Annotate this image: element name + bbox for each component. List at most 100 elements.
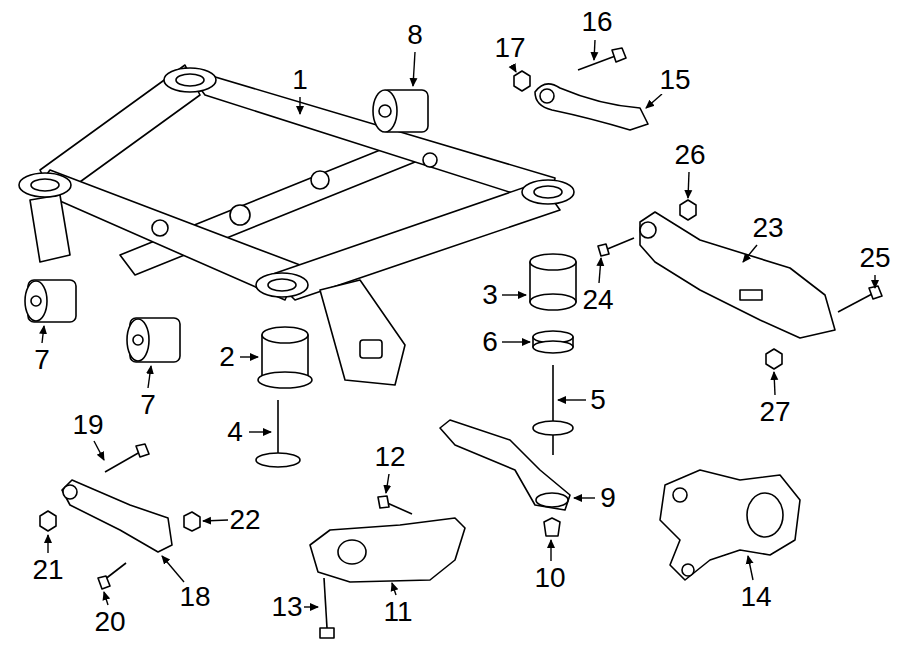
leader-arrow [748,556,753,580]
callout-number: 2 [218,343,236,371]
leader-arrow [550,540,551,561]
mount-hole [534,186,562,198]
leader-arrow [299,97,300,114]
callout-number: 18 [178,583,211,611]
bolt-flange [533,421,573,435]
callout-number: 19 [71,411,104,439]
leader-arrow [558,399,586,400]
bolt [277,400,279,455]
arm-eye [63,485,77,499]
leader-arrow [502,341,530,342]
arm-eye [338,540,366,564]
bolt [578,55,618,70]
callout-number: 16 [580,8,613,36]
leader-arrow [42,326,44,343]
bushing-flange [258,372,312,388]
bolt-head [256,453,300,467]
callout-number: 11 [382,598,413,626]
bushing-bottom [530,294,576,310]
bolt-head [320,628,334,638]
link-eye [536,493,568,507]
callout-number: 15 [658,66,691,94]
mount-hole [176,74,204,86]
leader-arrow [502,294,526,295]
leader-arrow [688,172,689,198]
frame-hole [230,205,250,225]
leader-arrow [512,65,516,72]
arm-slot [740,290,762,300]
leader-arrow [392,583,396,595]
nut [40,511,56,531]
subframe-bracket [30,195,70,262]
knuckle-eye [682,564,694,576]
bolt [838,294,872,312]
lower-control-arm [310,518,465,582]
mount-hole [268,279,296,291]
leader-arrow [574,497,595,498]
callout-number: 13 [270,593,303,621]
trailing-arm [640,212,835,338]
callout-number: 23 [751,214,784,242]
bolt [105,452,140,472]
mount-ring [164,68,216,92]
callout-number: 4 [226,418,244,446]
callout-number: 25 [858,244,891,272]
mount-ring [522,180,574,204]
callout-number: 17 [493,34,526,62]
callout-number: 12 [373,443,406,471]
bushing-core [379,105,391,117]
callout-number: 5 [589,386,607,414]
bushing-face [25,281,47,321]
link-arm [62,480,172,552]
mount-ring [19,173,71,197]
leader-arrow [874,275,875,288]
leader-arrow [240,356,258,357]
mount-ring [256,273,308,297]
callout-number: 22 [228,506,261,534]
nut [680,200,696,220]
upper-arm [535,84,648,130]
leader-arrow [94,441,104,460]
arm-eye [640,222,656,238]
frame-hole [423,153,437,167]
callout-number: 8 [406,21,424,49]
knuckle-eye [673,488,687,502]
frame-hole [152,220,168,236]
callout-number: 7 [139,391,157,419]
bolt [552,365,554,455]
bolt-head [378,496,389,508]
nut [184,512,200,531]
bolt-head [136,444,149,457]
callout-number: 24 [581,286,614,314]
subframe-bracket [320,280,405,385]
leader-arrow [386,474,389,493]
leader-arrow [249,431,271,432]
callout-number: 27 [758,398,791,426]
callout-number: 6 [481,328,499,356]
callout-number: 26 [673,141,706,169]
bolt [324,578,327,628]
callout-number: 20 [93,608,126,636]
nut [766,349,782,369]
callout-number: 14 [739,583,772,611]
callout-number: 10 [533,564,566,592]
leader-arrow [162,556,184,582]
washer-bottom [533,341,573,353]
frame-hole [311,171,329,189]
bolt-head [598,244,609,256]
bushing-top [262,327,308,343]
leader-arrow [599,258,601,283]
bushing-core [31,296,41,306]
bushing-core [133,335,143,345]
leader-arrow [774,372,775,395]
frame-slot [360,340,382,358]
arm-eye [540,89,554,103]
leader-arrow [594,40,595,60]
callout-number: 1 [291,66,309,94]
bushing-face [373,90,397,132]
steering-knuckle [660,470,800,580]
mount-hole [31,179,59,191]
bushing-top [530,254,576,270]
leader-arrow [743,245,757,262]
